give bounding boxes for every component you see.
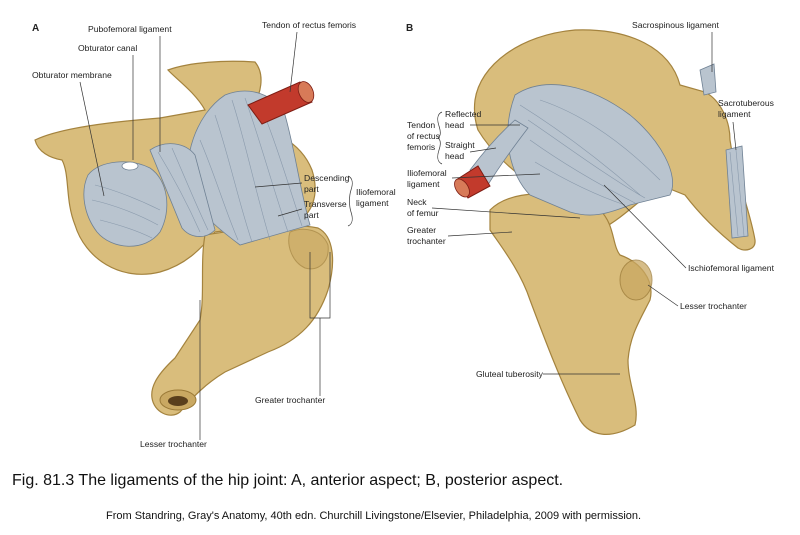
- label-greater-trochanter-b-1: Greater: [407, 225, 436, 235]
- label-tendon-rectus-b-2: of rectus: [407, 131, 440, 141]
- label-iliofemoral-ligament-b-2: ligament: [407, 179, 440, 189]
- label-reflected-head-1: Reflected: [445, 109, 482, 119]
- label-obturator-membrane: Obturator membrane: [32, 70, 112, 80]
- figure-caption: Fig. 81.3 The ligaments of the hip joint…: [12, 472, 564, 489]
- rectus-tendon-posterior: [469, 119, 529, 189]
- label-pubofemoral-ligament: Pubofemoral ligament: [88, 24, 172, 34]
- label-tendon-rectus-b-1: Tendon: [407, 120, 435, 130]
- label-iliofemoral-ligament-a-2: ligament: [356, 198, 389, 208]
- iliofemoral-bracket-a: [347, 175, 353, 227]
- ischiofemoral-ligament-shape: [507, 84, 673, 216]
- label-gluteal-tuberosity: Gluteal tuberosity: [476, 369, 544, 379]
- greater-trochanter-anterior: [288, 228, 329, 270]
- label-neck-of-femur-2: of femur: [407, 208, 439, 218]
- label-straight-head-2: head: [445, 151, 464, 161]
- pubofemoral-ligament-shape: [149, 143, 216, 237]
- label-straight-head-1: Straight: [445, 140, 475, 150]
- label-iliofemoral-ligament-b-1: Iliofemoral: [407, 168, 447, 178]
- rectus-tendon-anterior: [247, 81, 313, 125]
- label-tendon-rectus-femoris-a: Tendon of rectus femoris: [262, 20, 356, 30]
- label-sacrospinous-ligament: Sacrospinous ligament: [632, 20, 720, 30]
- panel-a-illustration: [34, 60, 334, 416]
- label-greater-trochanter-b-2: trochanter: [407, 236, 446, 246]
- rectus-tendon-cut: [297, 81, 315, 103]
- label-sacrotuberous-ligament-2: ligament: [718, 109, 751, 119]
- label-tendon-rectus-b-3: femoris: [407, 142, 435, 152]
- label-greater-trochanter-a: Greater trochanter: [255, 395, 325, 405]
- greater-trochanter-bracket: [309, 252, 331, 396]
- label-transverse-part-2: part: [304, 210, 319, 220]
- label-sacrotuberous-ligament-1: Sacrotuberous: [718, 98, 774, 108]
- label-lesser-trochanter-a: Lesser trochanter: [140, 439, 207, 449]
- label-descending-part-2: part: [304, 184, 319, 194]
- femur-posterior: [489, 193, 652, 435]
- label-obturator-canal: Obturator canal: [78, 43, 137, 53]
- tendon-bracket-b: [437, 111, 443, 165]
- panel-label-b: B: [406, 23, 413, 34]
- obturator-canal-hole: [121, 161, 139, 171]
- panel-label-a: A: [32, 23, 39, 34]
- label-iliofemoral-ligament-a-1: Iliofemoral: [356, 187, 396, 197]
- sacrospinous-ligament-shape: [699, 63, 717, 96]
- lesser-trochanter-posterior: [619, 259, 653, 301]
- label-descending-part-1: Descending: [304, 173, 350, 183]
- label-ischiofemoral-ligament: Ischiofemoral ligament: [688, 263, 775, 273]
- label-lesser-trochanter-b: Lesser trochanter: [680, 301, 747, 311]
- figure-credit: From Standring, Gray's Anatomy, 40th edn…: [106, 510, 642, 522]
- femur-anterior: [151, 224, 334, 416]
- label-transverse-part-1: Transverse: [304, 199, 347, 209]
- label-reflected-head-2: head: [445, 120, 464, 130]
- label-neck-of-femur-1: Neck: [407, 197, 427, 207]
